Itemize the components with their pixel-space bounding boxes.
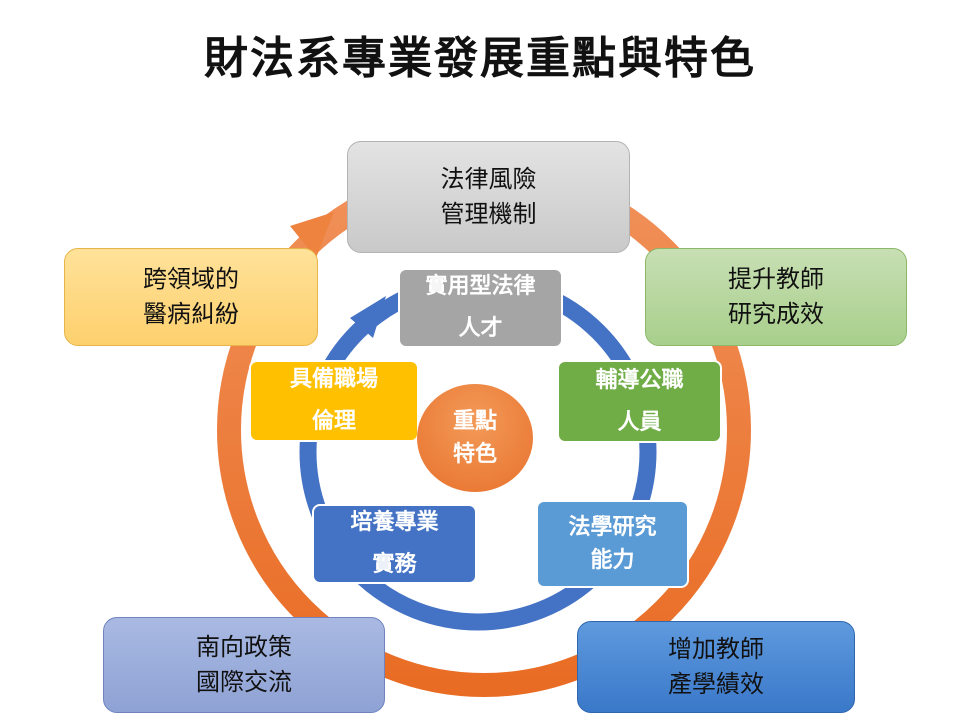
inner-item-line: 培養專業 [350,510,439,536]
center-line: 特色 [452,442,497,467]
outer-item-legal-risk: 法律風險 管理機制 [347,141,630,253]
diagram-title: 財法系專業發展重點與特色 [204,33,756,84]
outer-item-medical-disputes: 跨領域的 醫病糾紛 [64,248,318,346]
outer-cycle-arrowhead [290,212,334,258]
inner-item-line: 法學研究 [568,515,657,540]
inner-item-line: 人才 [458,316,503,341]
inner-item-line: 實用型法律 [425,274,536,300]
inner-item-civil-service: 輔導公職 人員 [557,360,722,443]
inner-item-line: 輔導公職 [595,367,684,393]
outer-item-line: 跨領域的 [143,265,239,294]
inner-item-line: 能力 [590,548,635,573]
inner-item-legal-research: 法學研究 能力 [536,500,689,588]
inner-item-workplace-ethics: 具備職場 倫理 [249,360,419,442]
inner-item-line: 人員 [617,409,662,435]
outer-item-line: 增加教師 [668,635,764,664]
outer-item-industry-academia: 增加教師 產學績效 [577,621,855,713]
outer-item-line: 管理機制 [440,200,537,228]
outer-item-line: 法律風險 [440,165,537,194]
center-circle: 重點 特色 [417,384,533,492]
outer-item-line: 提升教師 [728,265,824,294]
inner-item-practical-legal-talent: 實用型法律 人才 [398,268,563,348]
inner-item-line: 倫理 [311,409,356,434]
center-line: 重點 [452,409,497,434]
inner-cycle-arrowhead [350,296,386,338]
outer-item-international-exchange: 南向政策 國際交流 [103,617,385,713]
outer-item-line: 研究成效 [728,300,824,328]
outer-item-line: 國際交流 [196,668,292,696]
outer-item-line: 產學績效 [668,670,764,698]
outer-item-line: 南向政策 [196,633,292,662]
outer-item-teacher-research: 提升教師 研究成效 [645,248,907,346]
inner-item-line: 具備職場 [289,367,378,393]
outer-item-line: 醫病糾紛 [143,300,239,328]
inner-item-professional-practice: 培養專業 實務 [312,504,477,584]
inner-item-line: 實務 [372,552,417,577]
